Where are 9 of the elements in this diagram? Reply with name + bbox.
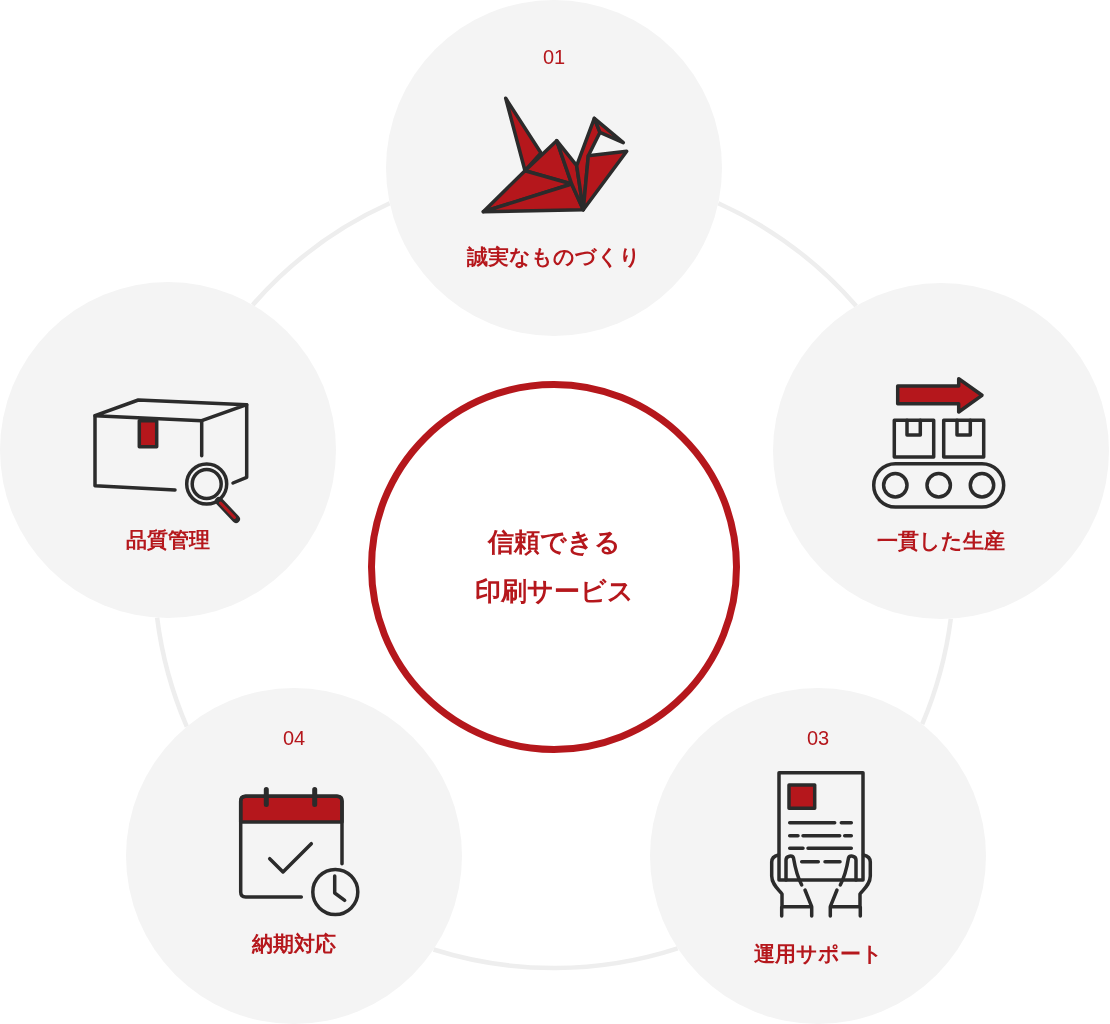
step-title: 一貫した生産 [877, 528, 1005, 554]
step-number: 03 [806, 726, 830, 750]
step-title: 誠実なものづくり [467, 244, 641, 271]
step-number: 04 [282, 726, 306, 750]
step-title: 運用サポート [753, 941, 883, 967]
center-title: 信頼できる印刷サービス [474, 526, 634, 608]
step-title: 品質管理 [126, 527, 210, 553]
step-title: 納期対応 [252, 931, 336, 957]
step-number: 01 [542, 45, 566, 69]
